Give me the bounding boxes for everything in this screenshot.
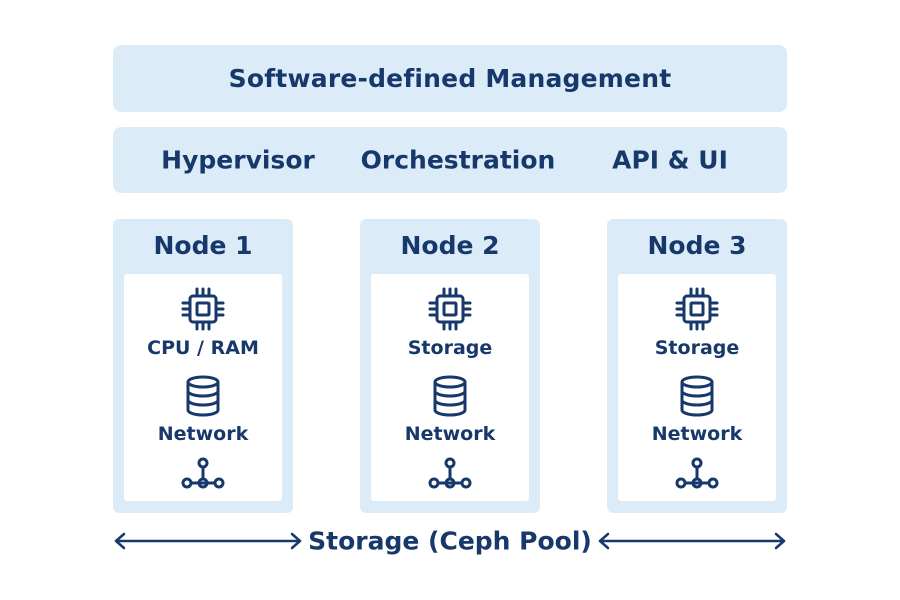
node-3-title: Node 3 <box>647 231 747 260</box>
network-icon <box>428 457 472 489</box>
database-icon <box>680 375 714 417</box>
management-layer: Software-defined Management <box>113 45 787 112</box>
network-icon <box>675 457 719 489</box>
node-1-title: Node 1 <box>153 231 253 260</box>
cpu-chip-icon <box>181 287 225 331</box>
network-icon <box>181 457 225 489</box>
double-arrow-icon <box>114 532 302 550</box>
node-1-label-2: Network <box>157 423 249 445</box>
database-icon <box>433 375 467 417</box>
management-title: Software-defined Management <box>228 64 672 93</box>
service-api-ui: API & UI <box>612 145 728 175</box>
service-orchestration: Orchestration <box>360 145 556 175</box>
node-3: Node 3 Storage Network <box>607 219 787 513</box>
cpu-chip-icon <box>675 287 719 331</box>
database-icon <box>186 375 220 417</box>
node-2-label-1: Storage <box>407 337 493 359</box>
node-1-resources: CPU / RAM Network <box>124 274 282 501</box>
double-arrow-icon <box>598 532 786 550</box>
node-2-label-2: Network <box>404 423 496 445</box>
node-1-label-1: CPU / RAM <box>147 337 259 359</box>
storage-pool-label: Storage (Ceph Pool) <box>308 526 592 556</box>
node-1: Node 1 CPU / RAM Network <box>113 219 293 513</box>
node-2-resources: Storage Network <box>371 274 529 501</box>
node-3-label-2: Network <box>651 423 743 445</box>
node-3-label-1: Storage <box>654 337 740 359</box>
service-hypervisor: Hypervisor <box>161 145 315 175</box>
node-2-title: Node 2 <box>400 231 500 260</box>
storage-pool-row: Storage (Ceph Pool) <box>0 521 900 561</box>
node-2: Node 2 Storage Network <box>360 219 540 513</box>
node-3-resources: Storage Network <box>618 274 776 501</box>
cpu-chip-icon <box>428 287 472 331</box>
services-layer: Hypervisor Orchestration API & UI <box>113 127 787 193</box>
